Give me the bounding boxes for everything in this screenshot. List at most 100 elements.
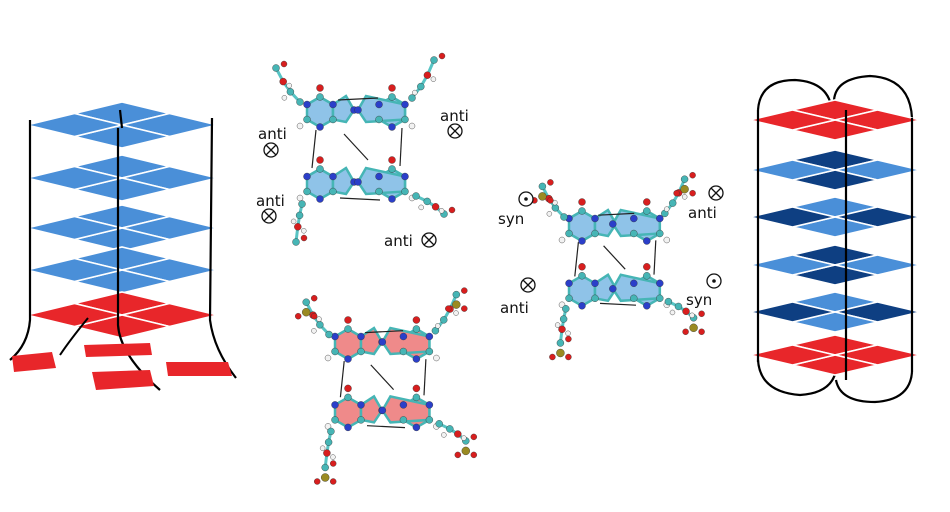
atom xyxy=(311,295,318,302)
atom xyxy=(538,192,547,201)
hydrogen-bond xyxy=(343,133,369,161)
left-backbone-strand xyxy=(208,117,237,379)
atom xyxy=(656,279,664,287)
atom xyxy=(388,123,396,131)
hydrogen-bond xyxy=(311,129,317,169)
atom xyxy=(388,165,396,173)
atom xyxy=(321,473,330,482)
atom xyxy=(408,122,416,130)
atom xyxy=(412,393,421,402)
atom xyxy=(311,328,317,334)
atom xyxy=(689,323,698,332)
atom xyxy=(378,338,387,346)
label-anti: anti xyxy=(256,192,285,210)
atom xyxy=(401,115,409,124)
atom xyxy=(329,100,337,109)
label-syn: syn xyxy=(686,291,712,309)
hydrogen-bond xyxy=(339,197,381,201)
atom xyxy=(453,310,459,316)
tetrad-layer xyxy=(749,244,921,286)
hydrogen-bond xyxy=(603,245,626,270)
atom xyxy=(643,237,651,245)
tetrad-layer xyxy=(749,334,921,376)
atom xyxy=(401,100,409,109)
atom xyxy=(401,187,409,196)
atom xyxy=(680,184,689,194)
atom xyxy=(559,315,568,323)
atom xyxy=(609,220,617,228)
atom xyxy=(452,300,461,309)
atom xyxy=(329,115,337,124)
atom xyxy=(314,478,321,485)
atom xyxy=(279,77,287,86)
label-syn: syn xyxy=(498,210,524,228)
atom xyxy=(316,156,324,164)
loose-tile xyxy=(12,352,56,372)
atom xyxy=(425,347,434,356)
atom xyxy=(344,423,352,432)
atom xyxy=(425,401,434,409)
atom xyxy=(327,427,335,436)
atom xyxy=(286,82,292,89)
atom xyxy=(591,214,599,223)
atom xyxy=(538,182,547,191)
hydrogen-bond xyxy=(599,302,637,306)
atom xyxy=(296,194,304,202)
atom xyxy=(689,312,695,319)
atom xyxy=(301,228,307,234)
atom xyxy=(698,328,705,335)
atom xyxy=(643,302,651,310)
atom xyxy=(303,115,311,124)
loose-tile xyxy=(92,370,154,390)
atom xyxy=(401,172,409,181)
atom xyxy=(578,263,586,271)
label-anti: anti xyxy=(258,125,287,143)
atom xyxy=(656,214,664,223)
atom xyxy=(470,451,477,459)
atom xyxy=(344,325,352,333)
tetrad-tile xyxy=(26,165,123,191)
atom xyxy=(295,313,302,320)
tetrad-tile xyxy=(26,112,123,138)
atom xyxy=(425,416,434,424)
tetrad-tile xyxy=(749,301,836,323)
tetrad-tile xyxy=(26,302,123,328)
atom xyxy=(375,187,383,196)
right-loop xyxy=(756,78,834,113)
atom xyxy=(630,214,638,223)
atom xyxy=(674,302,683,311)
atom xyxy=(330,460,337,467)
cross-in-circle-icon xyxy=(520,277,536,293)
atom xyxy=(316,123,324,131)
hydrogen-bond xyxy=(598,212,635,216)
atom xyxy=(316,93,324,101)
atom xyxy=(331,416,339,424)
atom xyxy=(565,353,572,361)
atom xyxy=(554,322,561,328)
atom xyxy=(565,330,571,337)
tetrad-layer xyxy=(749,291,921,333)
base-ring xyxy=(567,209,597,243)
atom xyxy=(565,279,573,287)
atom xyxy=(454,430,462,438)
atom xyxy=(316,84,324,92)
atom xyxy=(431,327,440,335)
atom xyxy=(357,347,365,356)
atom xyxy=(302,298,310,306)
left-backbone-strand xyxy=(9,120,32,361)
atom xyxy=(556,348,565,358)
atom xyxy=(302,308,311,317)
atom xyxy=(425,332,434,341)
hydrogen-bond xyxy=(423,359,427,396)
atom xyxy=(357,332,365,341)
atom xyxy=(329,172,337,181)
hydrogen-bond xyxy=(574,242,579,277)
atom xyxy=(329,187,337,196)
atom xyxy=(325,330,333,339)
atom xyxy=(454,451,461,459)
atom xyxy=(461,435,467,441)
atom xyxy=(303,172,311,181)
atom xyxy=(300,234,308,242)
atom xyxy=(418,204,424,211)
atom xyxy=(591,279,599,287)
